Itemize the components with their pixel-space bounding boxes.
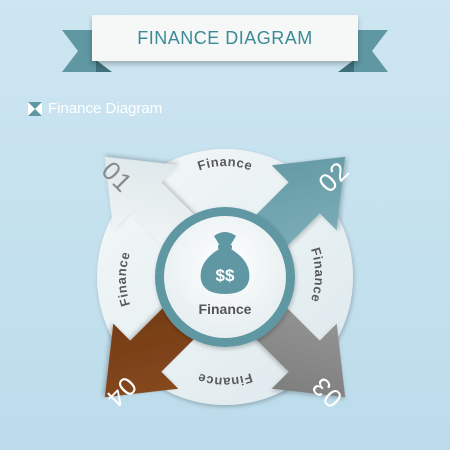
legend: Finance Diagram <box>28 100 162 117</box>
center-label: Finance <box>199 301 252 317</box>
ring-label-bottom: Finance <box>196 370 255 389</box>
hourglass-icon <box>28 101 42 116</box>
ring-label-left: Finance <box>114 250 133 309</box>
title-banner: FINANCE DIAGRAM <box>0 0 450 90</box>
page-title: FINANCE DIAGRAM <box>137 27 313 48</box>
money-bag-icon: $$ <box>200 232 250 294</box>
ring-label-right: Finance <box>308 246 327 305</box>
legend-label: Finance Diagram <box>48 100 163 117</box>
money-bag-symbol: $$ <box>216 266 235 285</box>
ribbon-tails <box>62 30 388 72</box>
title-box: FINANCE DIAGRAM <box>92 15 358 61</box>
